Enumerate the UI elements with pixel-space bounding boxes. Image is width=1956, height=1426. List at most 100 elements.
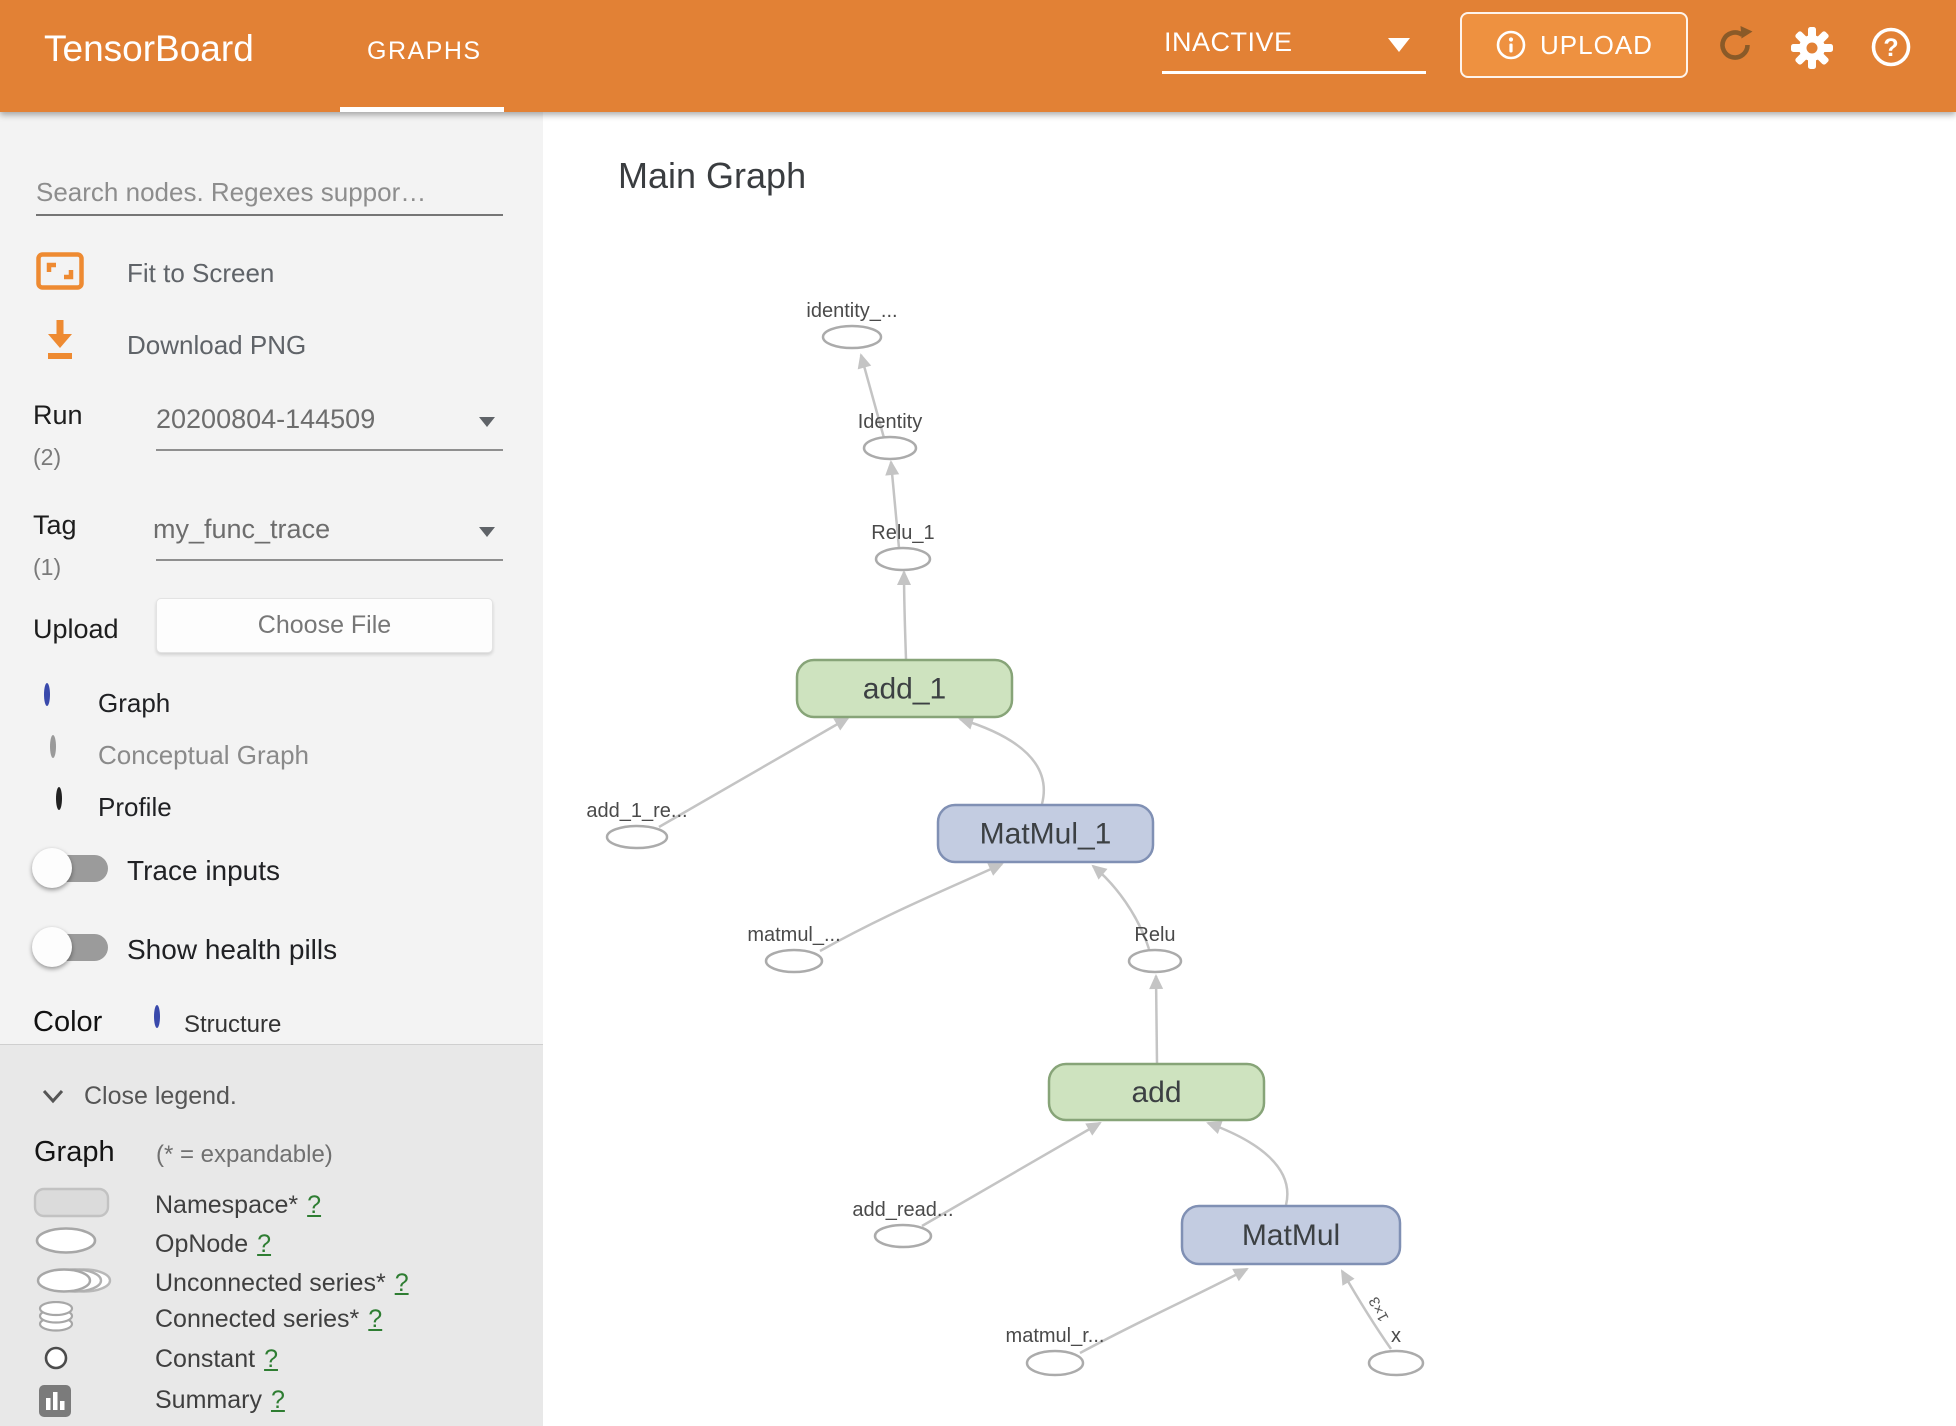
download-png-button[interactable]: Download PNG (127, 330, 307, 360)
legend-item: Namespace*? (155, 1191, 322, 1219)
node-matmul-read[interactable]: matmul_... (747, 924, 841, 974)
tag-select-underline (156, 559, 503, 561)
page-title: Main Graph (618, 155, 807, 196)
run-label: Run (33, 400, 83, 430)
help-link[interactable]: ? (394, 1269, 409, 1297)
help-link[interactable]: ? (368, 1305, 383, 1333)
node-matmul-r-read[interactable]: matmul_r... (1006, 1325, 1105, 1377)
node-label-add: add (1131, 1076, 1181, 1109)
tag-label: Tag (33, 510, 77, 540)
node-label-matmul-read: matmul_... (747, 924, 840, 946)
help-link[interactable]: ? (264, 1345, 278, 1373)
tag-select[interactable]: my_func_trace (153, 514, 331, 544)
chevron-down-icon[interactable] (42, 1089, 64, 1104)
legend-item: Constant? (155, 1345, 278, 1373)
node-label-identity-output: identity_... (806, 300, 897, 322)
gear-icon[interactable] (1790, 26, 1834, 70)
legend-item: OpNode? (155, 1230, 272, 1258)
data-status-select[interactable]: INACTIVE (1164, 27, 1293, 57)
edge-add-to-relu (1149, 974, 1164, 1064)
info-icon (1496, 30, 1526, 60)
node-label-identity: Identity (858, 411, 922, 433)
trace-inputs-label: Trace inputs (127, 855, 281, 886)
edge-matmul-read-to-matmul-1 (819, 862, 1004, 953)
node-label-add-1: add_1 (863, 673, 946, 706)
node-relu-1[interactable]: Relu_1 (871, 522, 935, 572)
toggle-knob (32, 927, 72, 967)
node-identity[interactable]: Identity (858, 411, 922, 461)
node-label-add-1-read: add_1_re... (586, 800, 687, 822)
node-label-x: x (1391, 1325, 1401, 1347)
help-link[interactable]: ? (257, 1230, 272, 1258)
edge-shape-label: 1×3 (1366, 1294, 1393, 1324)
choose-file-button[interactable]: Choose File (156, 598, 493, 653)
legend-item: Connected series*? (155, 1305, 383, 1333)
search-input[interactable] (36, 170, 503, 216)
help-icon[interactable]: ? (1870, 26, 1912, 68)
edge-x-to-matmul (1340, 1269, 1393, 1350)
tag-select-caret-icon[interactable] (479, 527, 495, 537)
edge-relu-to-matmul-1 (1091, 864, 1151, 950)
node-label-relu: Relu (1134, 924, 1175, 946)
refresh-icon[interactable] (1714, 24, 1756, 66)
fit-to-screen-icon[interactable] (36, 252, 84, 290)
tag-count: (1) (33, 554, 62, 580)
app-logo: TensorBoard (44, 28, 254, 69)
summary-swatch (39, 1385, 71, 1417)
app-header: TensorBoard GRAPHS INACTIVE UPLOAD (0, 0, 1956, 112)
radio-color-structure[interactable] (154, 1005, 160, 1028)
upload-label: Upload (33, 614, 119, 644)
legend-heading: Graph (34, 1136, 115, 1168)
radio-conceptual-graph[interactable] (50, 735, 56, 758)
edge-add-1-to-relu-1 (897, 570, 912, 660)
legend-item: Summary? (155, 1386, 285, 1414)
show-health-pills-toggle[interactable] (32, 927, 114, 967)
node-x[interactable]: x (1367, 1325, 1425, 1377)
edge-identity-to-identity-output (857, 353, 886, 439)
node-add[interactable]: add (1047, 1062, 1266, 1122)
unconnected-series-swatch (36, 1268, 112, 1293)
help-link[interactable]: ? (270, 1386, 285, 1414)
upload-button-label: UPLOAD (1540, 29, 1653, 60)
trace-inputs-toggle[interactable] (32, 848, 114, 888)
radio-profile[interactable] (56, 787, 62, 810)
edge-relu-1-to-identity (885, 460, 901, 549)
node-matmul-1[interactable]: MatMul_1 (936, 803, 1155, 864)
help-link[interactable]: ? (307, 1191, 322, 1219)
active-tab-indicator (340, 107, 504, 112)
node-add-read[interactable]: add_read... (852, 1199, 954, 1249)
run-select-underline (156, 449, 503, 451)
caret-down-icon[interactable] (1388, 38, 1410, 52)
node-label-matmul-1: MatMul_1 (980, 818, 1112, 851)
toggle-knob (32, 848, 72, 888)
run-select[interactable]: 20200804-144509 (156, 404, 376, 434)
legend-item: Unconnected series*? (155, 1269, 409, 1297)
color-structure-label: Structure (184, 1011, 282, 1038)
run-count: (2) (33, 444, 62, 470)
legend-expandable-note: (* = expandable) (156, 1141, 333, 1168)
namespace-swatch (33, 1187, 110, 1218)
node-add-1-read[interactable]: add_1_re... (586, 800, 688, 850)
edge-matmul-r-read-to-matmul (1079, 1267, 1249, 1355)
node-label-matmul: MatMul (1242, 1219, 1340, 1252)
node-identity-output[interactable]: identity_... (806, 300, 898, 350)
edge-add-1-read-to-add-1 (658, 716, 850, 829)
node-relu[interactable]: Relu (1127, 924, 1183, 974)
edge-matmul-1-to-add-1 (958, 716, 1045, 805)
tab-graphs[interactable]: GRAPHS (367, 37, 482, 65)
download-icon[interactable] (44, 318, 76, 362)
node-matmul[interactable]: MatMul (1180, 1204, 1402, 1266)
close-legend-button[interactable]: Close legend. (84, 1082, 237, 1110)
fit-to-screen-button[interactable]: Fit to Screen (127, 258, 275, 288)
color-label: Color (33, 1006, 103, 1038)
constant-swatch (44, 1346, 68, 1370)
node-add-1[interactable]: add_1 (795, 658, 1014, 719)
run-select-caret-icon[interactable] (479, 417, 495, 427)
node-label-relu-1: Relu_1 (871, 522, 934, 544)
radio-graph[interactable] (44, 683, 50, 706)
radio-graph-label: Graph (98, 688, 171, 718)
node-label-add-read: add_read... (852, 1199, 953, 1221)
upload-button[interactable]: UPLOAD (1460, 12, 1688, 78)
